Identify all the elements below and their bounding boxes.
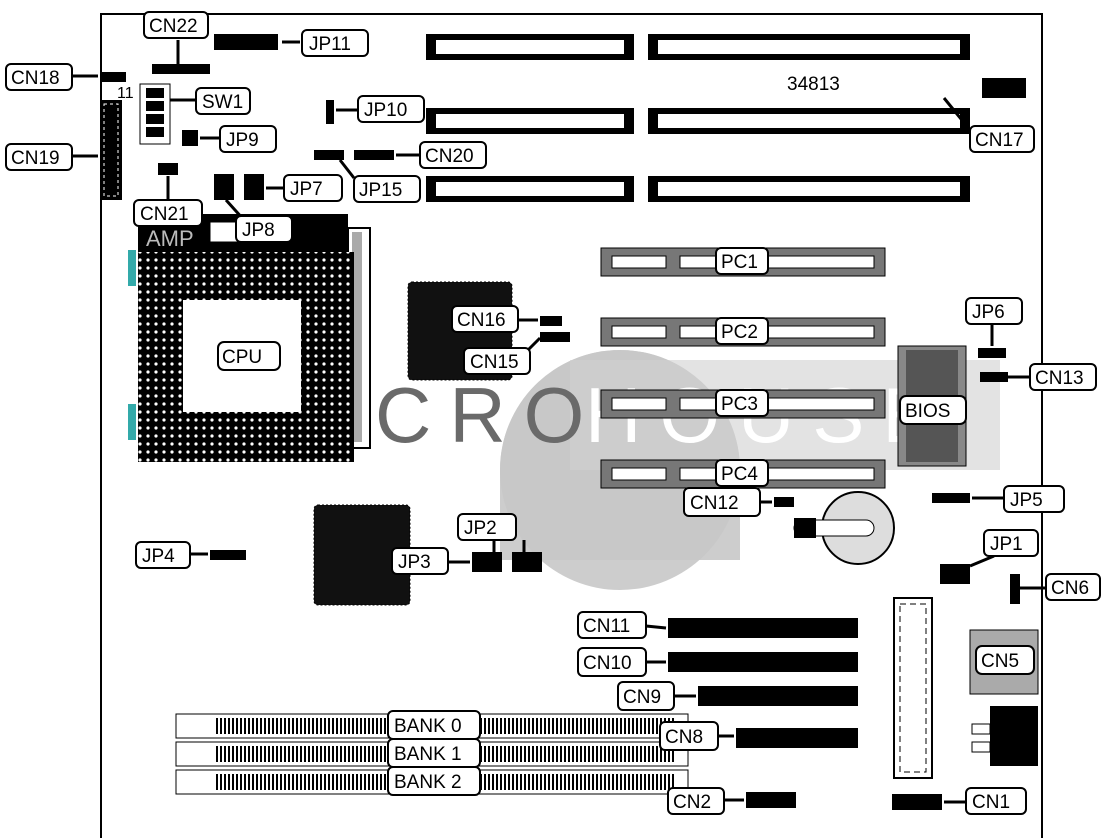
svg-text:JP11: JP11 (309, 34, 351, 55)
svg-text:CN18: CN18 (11, 68, 60, 89)
label-cn18: CN18 (5, 63, 73, 91)
label-cn16: CN16 (451, 305, 519, 333)
svg-text:CN22: CN22 (149, 16, 198, 37)
svg-text:CN15: CN15 (470, 352, 519, 373)
svg-text:JP3: JP3 (398, 552, 431, 573)
label-jp3: JP3 (391, 547, 449, 575)
label-jp7: JP7 (283, 174, 343, 202)
svg-text:CN10: CN10 (583, 653, 632, 674)
power-connector (893, 597, 933, 779)
svg-text:BANK 2: BANK 2 (394, 772, 462, 793)
svg-text:CN19: CN19 (11, 148, 60, 169)
label-cn9: CN9 (617, 681, 675, 711)
svg-text:CN11: CN11 (583, 616, 630, 637)
svg-text:JP9: JP9 (226, 130, 259, 151)
leader-lines (70, 40, 1046, 804)
svg-text:CN2: CN2 (673, 792, 711, 813)
label-jp11: JP11 (301, 29, 369, 57)
label-bank2: BANK 2 (387, 766, 481, 796)
svg-text:JP15: JP15 (359, 180, 402, 201)
label-cn1: CN1 (965, 787, 1027, 815)
svg-text:PC3: PC3 (721, 394, 758, 415)
isa-slots (426, 34, 970, 202)
svg-text:JP4: JP4 (142, 546, 175, 567)
svg-text:PC4: PC4 (721, 464, 758, 485)
svg-text:JP2: JP2 (464, 518, 497, 539)
svg-text:CN17: CN17 (975, 130, 1024, 151)
label-cn12: CN12 (683, 487, 761, 517)
label-jp2: JP2 (457, 513, 517, 541)
svg-text:PC2: PC2 (721, 322, 758, 343)
label-jp9: JP9 (219, 125, 277, 153)
label-jp1: JP1 (983, 529, 1039, 557)
model-number: 34813 (787, 74, 840, 95)
svg-text:CN8: CN8 (665, 727, 703, 748)
svg-text:PC1: PC1 (721, 252, 758, 273)
label-cn22: CN22 (143, 11, 209, 39)
cn19-header (100, 100, 122, 200)
svg-text:JP5: JP5 (1010, 490, 1043, 511)
svg-text:JP10: JP10 (364, 100, 407, 121)
label-cn13: CN13 (1029, 363, 1097, 391)
svg-text:BANK 0: BANK 0 (394, 716, 462, 737)
svg-text:CN1: CN1 (972, 792, 1010, 813)
label-jp4: JP4 (135, 541, 191, 569)
label-cn17: CN17 (969, 125, 1035, 153)
label-pc4: PC4 (715, 459, 769, 487)
svg-text:SW1: SW1 (202, 92, 243, 113)
label-cn20: CN20 (419, 141, 487, 169)
io-headers (668, 618, 858, 748)
label-bios: BIOS (899, 395, 967, 425)
label-pc3: PC3 (715, 389, 769, 417)
label-pc2: PC2 (715, 317, 769, 345)
svg-text:BIOS: BIOS (905, 401, 950, 422)
battery (793, 491, 895, 565)
label-cn10: CN10 (577, 647, 647, 677)
svg-text:CN20: CN20 (425, 146, 474, 167)
svg-text:JP8: JP8 (242, 220, 275, 241)
label-cn5: CN5 (975, 645, 1035, 675)
svg-text:JP7: JP7 (290, 179, 323, 200)
label-jp5: JP5 (1003, 485, 1065, 513)
cpu-socket: AMP (128, 214, 371, 462)
svg-text:JP1: JP1 (990, 534, 1023, 555)
label-jp10: JP10 (357, 95, 425, 123)
svg-text:CN6: CN6 (1051, 578, 1089, 599)
svg-text:CN21: CN21 (140, 204, 189, 225)
pin-marker: 11 (117, 85, 134, 102)
label-cn6: CN6 (1045, 573, 1101, 601)
svg-text:CN12: CN12 (690, 493, 739, 514)
label-cn21: CN21 (133, 199, 203, 227)
label-jp15: JP15 (353, 175, 421, 203)
svg-text:CN9: CN9 (623, 687, 661, 708)
label-sw1: SW1 (195, 87, 251, 115)
svg-text:CN16: CN16 (457, 310, 506, 331)
socket-brand: AMP (146, 226, 194, 251)
label-cn8: CN8 (659, 721, 719, 751)
svg-text:BANK 1: BANK 1 (394, 744, 462, 765)
sw1-switch (139, 83, 171, 145)
label-cn11: CN11 (577, 611, 647, 639)
svg-text:CN5: CN5 (981, 651, 1019, 672)
label-cn19: CN19 (5, 143, 73, 171)
label-cpu: CPU (217, 341, 281, 371)
label-bank1: BANK 1 (387, 738, 481, 768)
small-headers (100, 34, 1026, 810)
keyboard-port (971, 706, 1038, 766)
label-pc1: PC1 (715, 247, 769, 275)
component-labels: CN22 JP11 CN18 SW1 JP10 JP9 CN19 CN17 CN… (5, 11, 1101, 815)
label-cn2: CN2 (667, 787, 725, 815)
watermark-mid: CRO (375, 371, 602, 459)
label-bank0: BANK 0 (387, 710, 481, 740)
svg-text:CPU: CPU (222, 347, 262, 368)
label-cn15: CN15 (463, 347, 531, 375)
label-jp8: JP8 (235, 215, 293, 243)
svg-text:CN13: CN13 (1035, 368, 1084, 389)
label-jp6: JP6 (965, 297, 1023, 325)
board-outline (100, 13, 1043, 838)
svg-text:JP6: JP6 (972, 302, 1005, 323)
